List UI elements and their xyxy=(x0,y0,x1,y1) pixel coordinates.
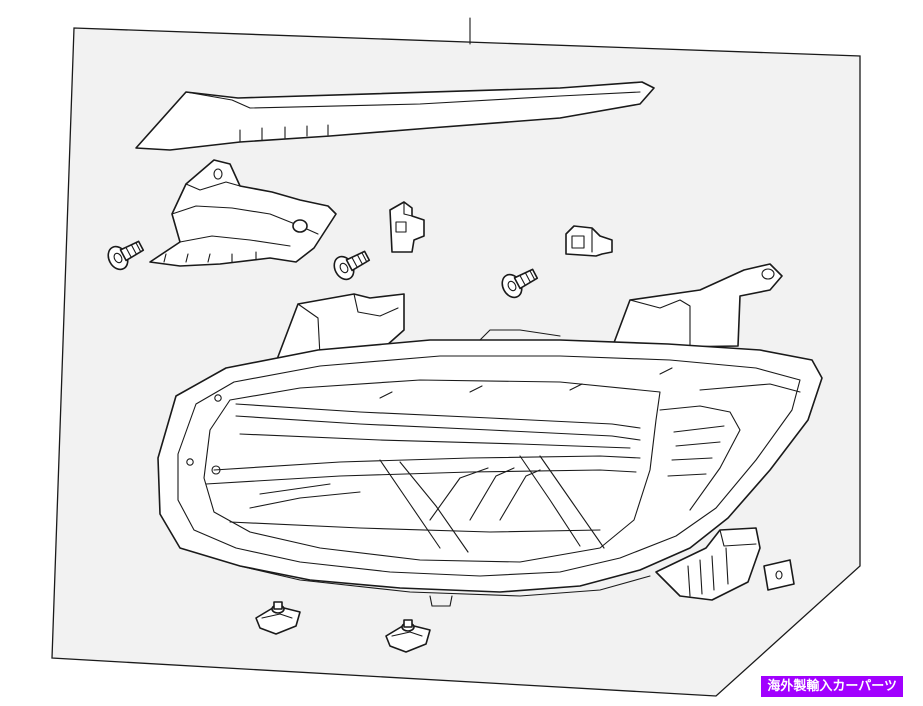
screw-left xyxy=(107,240,145,271)
seller-watermark: 海外製輸入カーパーツ xyxy=(761,676,903,697)
screw-center xyxy=(333,250,371,281)
screw-right xyxy=(501,268,539,299)
speed-nut-right xyxy=(385,619,431,653)
clip-upper-left xyxy=(389,201,425,253)
speed-nut-left xyxy=(255,601,301,635)
upper-trim-strip xyxy=(135,81,655,151)
clip-upper-right xyxy=(565,225,613,257)
mounting-bracket xyxy=(149,159,337,267)
clip-side xyxy=(763,559,795,591)
headlamp-assembly xyxy=(157,263,823,607)
